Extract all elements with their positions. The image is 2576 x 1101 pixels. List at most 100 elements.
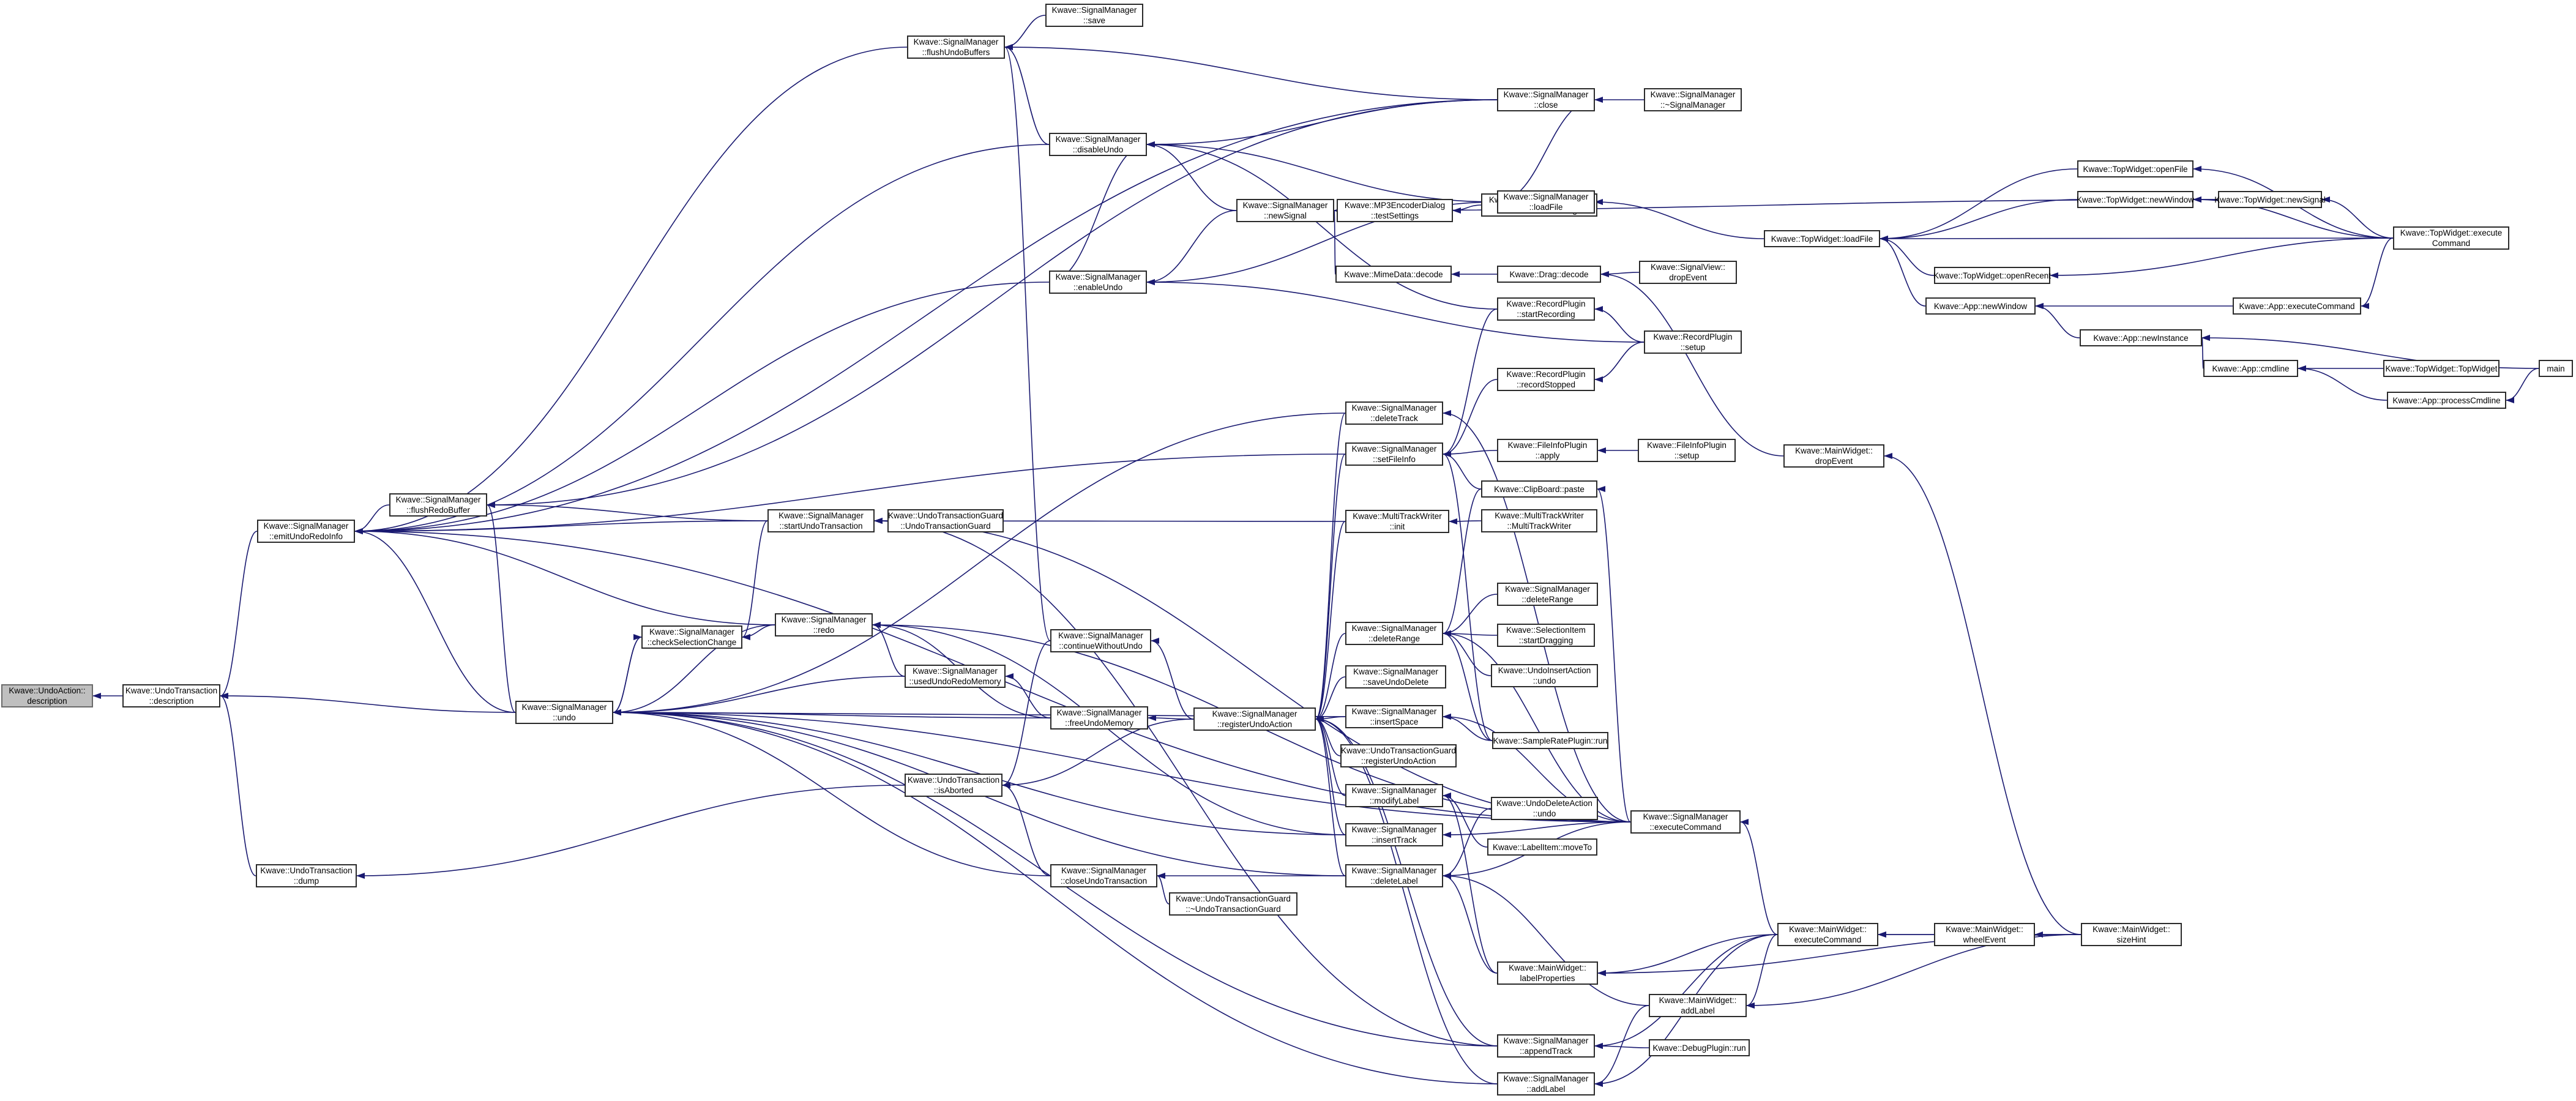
graph-node[interactable]: Kwave::MainWidget::wheelEvent bbox=[1934, 923, 2035, 946]
graph-node[interactable]: Kwave::App::processCmdline bbox=[2387, 392, 2506, 409]
graph-node[interactable]: Kwave::MimeData::decode bbox=[1335, 266, 1452, 283]
graph-node[interactable]: Kwave::ClipBoard::paste bbox=[1481, 480, 1597, 498]
graph-node[interactable]: Kwave::SignalManager::close bbox=[1497, 88, 1595, 111]
graph-node[interactable]: Kwave::SignalManager::newSignal bbox=[1236, 199, 1334, 222]
node-label-line: ::save bbox=[1083, 16, 1106, 25]
graph-node[interactable]: Kwave::MainWidget::dropEvent bbox=[1783, 444, 1884, 468]
graph-node[interactable]: Kwave::DebugPlugin::run bbox=[1649, 1039, 1750, 1056]
graph-node[interactable]: Kwave::TopWidget::newSignal bbox=[2214, 191, 2326, 208]
call-edge bbox=[1315, 716, 1498, 1084]
graph-node[interactable]: Kwave::SignalManager::flushUndoBuffers bbox=[907, 35, 1005, 59]
call-edge bbox=[872, 622, 905, 677]
node-label-line: ::flushRedoBuffer bbox=[406, 506, 471, 515]
graph-node[interactable]: Kwave::SignalManager::save bbox=[1045, 4, 1143, 27]
graph-node[interactable]: Kwave::SignalManager::insertSpace bbox=[1345, 705, 1443, 728]
call-edge bbox=[220, 693, 516, 713]
call-edge bbox=[1315, 412, 1346, 722]
node-label-line: Kwave::SignalManager bbox=[778, 511, 864, 520]
node-label-line: ::checkSelectionChange bbox=[647, 638, 737, 647]
graph-node[interactable]: Kwave::SignalManager::redo bbox=[775, 613, 873, 636]
graph-node[interactable]: Kwave::SignalManager::setFileInfo bbox=[1345, 442, 1443, 466]
call-edge bbox=[1594, 199, 1764, 239]
graph-node[interactable]: Kwave::TopWidget::TopWidget bbox=[2383, 360, 2499, 377]
graph-node[interactable]: Kwave::App::cmdline bbox=[2203, 360, 2298, 377]
graph-node[interactable]: Kwave::SignalManager::appendTrack bbox=[1497, 1034, 1595, 1058]
graph-node[interactable]: Kwave::SignalManager::executeCommand bbox=[1630, 810, 1741, 834]
graph-node[interactable]: Kwave::SelectionItem::startDragging bbox=[1497, 624, 1595, 647]
graph-node[interactable]: Kwave::SignalManager::enableUndo bbox=[1049, 271, 1147, 294]
graph-node[interactable]: Kwave::MainWidget::executeCommand bbox=[1777, 923, 1878, 946]
graph-node[interactable]: Kwave::SignalManager::usedUndoRedoMemory bbox=[905, 665, 1006, 688]
graph-node[interactable]: Kwave::FileInfoPlugin::setup bbox=[1638, 439, 1736, 462]
call-edge bbox=[2050, 237, 2394, 278]
node-label-line: ::isAborted bbox=[933, 786, 974, 795]
graph-node[interactable]: Kwave::SignalManager::registerUndoAction bbox=[1193, 707, 1316, 731]
node-label-line: Kwave::SignalManager bbox=[781, 615, 867, 624]
graph-node[interactable]: Kwave::UndoDeleteAction::undo bbox=[1491, 797, 1598, 820]
graph-node[interactable]: Kwave::SignalManager::~SignalManager bbox=[1644, 88, 1742, 111]
graph-node[interactable]: Kwave::Drag::decode bbox=[1497, 266, 1601, 283]
node-label-line: description bbox=[27, 696, 67, 706]
graph-node[interactable]: Kwave::App::newWindow bbox=[1925, 297, 2036, 315]
graph-node[interactable]: Kwave::LabelItem::moveTo bbox=[1487, 838, 1597, 856]
graph-node[interactable]: Kwave::MultiTrackWriter::init bbox=[1345, 510, 1449, 533]
graph-node[interactable]: Kwave::UndoTransactionGuard::~UndoTransa… bbox=[1169, 892, 1297, 916]
call-edge bbox=[613, 624, 775, 715]
graph-node[interactable]: Kwave::MainWidget::addLabel bbox=[1649, 994, 1747, 1017]
graph-node[interactable]: Kwave::MultiTrackWriter::MultiTrackWrite… bbox=[1481, 509, 1597, 532]
graph-node[interactable]: Kwave::TopWidget::openFile bbox=[2077, 160, 2193, 177]
graph-node[interactable]: main bbox=[2539, 360, 2573, 377]
graph-node[interactable]: Kwave::SignalManager::addLabel bbox=[1497, 1072, 1595, 1095]
graph-node[interactable]: Kwave::SignalManager::deleteLabel bbox=[1345, 864, 1443, 887]
graph-node[interactable]: Kwave::UndoTransactionGuard::registerUnd… bbox=[1340, 744, 1457, 767]
graph-node[interactable]: Kwave::SignalManager::loadFile bbox=[1497, 190, 1595, 214]
graph-node[interactable]: Kwave::SignalManager::deleteTrack bbox=[1345, 401, 1443, 425]
node-label-line: Kwave::SignalManager bbox=[1503, 90, 1589, 99]
graph-node[interactable]: Kwave::SignalManager::startUndoTransacti… bbox=[767, 509, 875, 532]
call-edge bbox=[1443, 451, 1493, 741]
graph-node[interactable]: Kwave::SignalManager::deleteRange bbox=[1497, 583, 1598, 606]
graph-node[interactable]: Kwave::RecordPlugin::recordStopped bbox=[1497, 368, 1595, 391]
graph-node[interactable]: Kwave::SignalView::dropEvent bbox=[1639, 261, 1737, 284]
graph-node[interactable]: Kwave::SignalManager::emitUndoRedoInfo bbox=[257, 520, 355, 543]
node-label-line: Kwave::ClipBoard::paste bbox=[1494, 484, 1585, 494]
node-label-line: ::deleteLabel bbox=[1370, 876, 1418, 886]
graph-node[interactable]: Kwave::RecordPlugin::startRecording bbox=[1497, 297, 1595, 321]
node-label-line: ::disableUndo bbox=[1072, 145, 1124, 154]
graph-node[interactable]: Kwave::TopWidget::loadFile bbox=[1764, 230, 1880, 247]
graph-node[interactable]: Kwave::UndoTransaction::isAborted bbox=[905, 774, 1002, 797]
graph-node[interactable]: Kwave::SignalManager::checkSelectionChan… bbox=[641, 625, 742, 649]
call-edge bbox=[1443, 451, 1482, 490]
graph-node[interactable]: Kwave::SignalManager::continueWithoutUnd… bbox=[1050, 629, 1151, 652]
graph-node[interactable]: Kwave::RecordPlugin::setup bbox=[1644, 330, 1742, 354]
graph-node[interactable]: Kwave::SignalManager::freeUndoMemory bbox=[1050, 706, 1148, 730]
graph-node[interactable]: Kwave::App::executeCommand bbox=[2233, 297, 2361, 315]
graph-node[interactable]: Kwave::SignalManager::undo bbox=[515, 701, 613, 724]
node-label-line: Kwave::SignalManager bbox=[1351, 825, 1437, 834]
call-edge bbox=[1315, 521, 1346, 722]
graph-node[interactable]: Kwave::TopWidget::openRecent bbox=[1933, 267, 2051, 284]
graph-node[interactable]: Kwave::SignalManager::closeUndoTransacti… bbox=[1050, 864, 1157, 887]
node-label-line: ::appendTrack bbox=[1520, 1047, 1572, 1056]
graph-node[interactable]: Kwave::SignalManager::insertTrack bbox=[1345, 823, 1443, 846]
graph-node[interactable]: Kwave::SignalManager::flushRedoBuffer bbox=[389, 493, 487, 517]
graph-node[interactable]: Kwave::UndoTransaction::dump bbox=[256, 864, 357, 887]
node-label-line: dropEvent bbox=[1815, 457, 1853, 466]
graph-node[interactable]: Kwave::SignalManager::deleteRange bbox=[1345, 622, 1443, 645]
graph-node[interactable]: Kwave::SampleRatePlugin::run bbox=[1492, 732, 1608, 749]
graph-node[interactable]: Kwave::TopWidget::newWindow bbox=[2077, 191, 2194, 208]
graph-node[interactable]: Kwave::UndoTransactionGuard::UndoTransac… bbox=[887, 509, 1004, 532]
graph-node[interactable]: Kwave::UndoTransaction::description bbox=[122, 684, 220, 707]
graph-node[interactable]: Kwave::SignalManager::modifyLabel bbox=[1345, 784, 1443, 807]
graph-node[interactable]: Kwave::SignalManager::saveUndoDelete bbox=[1345, 665, 1446, 689]
graph-node[interactable]: Kwave::MainWidget::sizeHint bbox=[2081, 923, 2182, 946]
node-label-line: ::deleteTrack bbox=[1370, 414, 1418, 423]
graph-node[interactable]: Kwave::MP3EncoderDialog::testSettings bbox=[1337, 199, 1453, 222]
graph-node[interactable]: Kwave::App::newInstance bbox=[2080, 329, 2202, 346]
graph-node[interactable]: Kwave::SignalManager::disableUndo bbox=[1049, 133, 1147, 156]
node-label-line: Kwave::MainWidget:: bbox=[1509, 963, 1586, 972]
graph-node[interactable]: Kwave::MainWidget::labelProperties bbox=[1497, 961, 1598, 985]
graph-node[interactable]: Kwave::UndoInsertAction::undo bbox=[1491, 664, 1598, 687]
graph-node[interactable]: Kwave::FileInfoPlugin::apply bbox=[1497, 439, 1598, 462]
